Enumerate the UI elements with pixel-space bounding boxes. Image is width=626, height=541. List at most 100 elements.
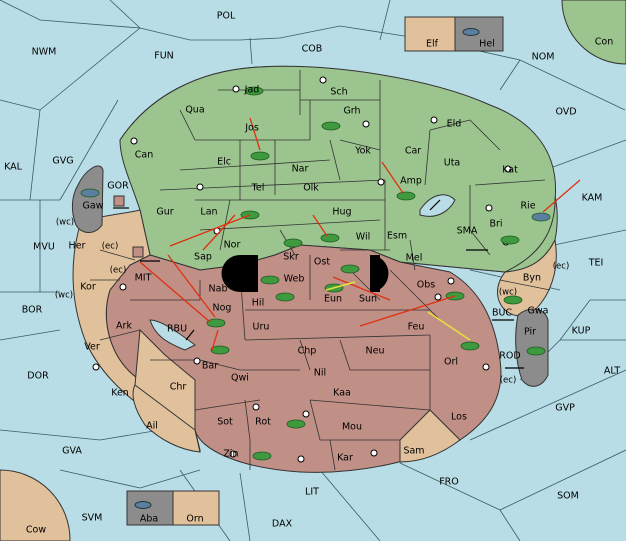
label-sea-tei: TEI <box>588 258 604 269</box>
legend-label-aba: Aba <box>140 514 158 525</box>
label-red-web: Web <box>284 274 305 285</box>
label-sea-kup: KUP <box>572 326 591 337</box>
label-green-yok: Yok <box>354 146 371 157</box>
legend-label-orn: Orn <box>186 514 203 525</box>
label-wc-ec: (ec) <box>553 262 570 272</box>
label-green-nor: Nor <box>224 240 241 251</box>
label-wc-ec: (ec) <box>110 266 127 276</box>
supply-centers <box>92 76 512 463</box>
label-red-ver: Ver <box>84 342 100 353</box>
label-wc-ec: (ec) <box>500 376 517 386</box>
label-red-bar: Bar <box>202 361 218 372</box>
legend-label-hel: Hel <box>479 39 495 50</box>
label-red-hil: Hil <box>252 298 264 309</box>
label-wc-wc: (wc) <box>499 288 517 298</box>
label-green-elc: Elc <box>217 157 231 168</box>
label-sea-bor: BOR <box>22 305 43 316</box>
label-gray-pir: Pir <box>524 327 536 338</box>
label-sea-dax: DAX <box>272 519 293 530</box>
label-sea-som: SOM <box>557 491 579 502</box>
region-con[interactable] <box>561 0 626 65</box>
label-green-jad: Jad <box>244 85 260 96</box>
label-red-sun: Sun <box>359 294 377 305</box>
black-hole-right-body <box>370 255 380 292</box>
legend-bottom-right <box>172 490 220 526</box>
label-corner-con: Con <box>595 37 613 48</box>
label-tan-chr: Chr <box>170 382 187 393</box>
label-red-zin: Zin <box>223 449 238 460</box>
label-green-mel: Mel <box>406 253 423 264</box>
label-green-bri: Bri <box>489 219 502 230</box>
label-sea-kal: KAL <box>4 162 23 173</box>
label-sea-cob: COB <box>302 44 323 55</box>
label-green-wil: Wil <box>356 232 370 243</box>
label-green-jos: Jos <box>244 123 259 134</box>
region-cow[interactable] <box>0 469 71 541</box>
region-sam[interactable] <box>399 409 461 463</box>
label-green-gur: Gur <box>156 207 173 218</box>
label-green-qua: Qua <box>185 105 204 116</box>
label-green-lan: Lan <box>200 207 217 218</box>
label-red-rot: Rot <box>255 417 271 428</box>
label-sea-sma: SMA <box>457 226 478 237</box>
label-red-orl: Orl <box>444 357 458 368</box>
label-corner-cow: Cow <box>26 525 46 536</box>
label-red-mou: Mou <box>342 422 362 433</box>
label-sea-gvp: GVP <box>555 403 575 414</box>
label-green-tel: Tel <box>251 183 265 194</box>
label-red-nab: Nab <box>209 284 228 295</box>
legend-bottom-left <box>126 490 174 526</box>
legend-bottom-unit-icon <box>134 501 152 509</box>
label-red-kar: Kar <box>337 453 353 464</box>
marker-box-mit <box>132 246 144 258</box>
label-sea-nwm: NWM <box>32 47 57 58</box>
label-red-obs: Obs <box>417 280 436 291</box>
label-sea-gvg: GVG <box>52 156 73 167</box>
label-red-sot: Sot <box>217 417 233 428</box>
legend-top-right <box>454 16 504 52</box>
label-red-ken: Ken <box>111 388 129 399</box>
label-sea-svm: SVM <box>82 513 103 524</box>
orders <box>139 117 581 351</box>
region-gaw[interactable] <box>71 165 104 233</box>
black-hole-left <box>221 255 258 292</box>
label-red-ark: Ark <box>116 321 132 332</box>
marker-box-gor <box>113 195 125 207</box>
label-sea-pol: POL <box>217 11 236 22</box>
label-green-hug: Hug <box>332 207 351 218</box>
label-red-uru: Uru <box>253 322 270 333</box>
label-sea-rbu: RBU <box>167 324 187 335</box>
label-sea-gva: GVA <box>62 446 82 457</box>
label-wc-wc: (wc) <box>55 291 73 301</box>
inlet-rbu <box>149 319 196 351</box>
label-red-feu: Feu <box>408 322 425 333</box>
label-green-kat: Kat <box>502 165 518 176</box>
label-tan-ail: Ail <box>146 421 158 432</box>
label-tan-sam: Sam <box>403 446 424 457</box>
label-sea-kam: KAM <box>582 193 603 204</box>
label-tan-her: Her <box>69 241 86 252</box>
label-red-nil: Nil <box>314 368 326 379</box>
label-green-rie: Rie <box>520 201 535 212</box>
label-green-nar: Nar <box>292 164 309 175</box>
label-green-sch: Sch <box>330 87 347 98</box>
inlet-sma <box>419 194 456 217</box>
label-markers-gor: GOR <box>107 181 129 192</box>
region-ail[interactable] <box>132 384 201 453</box>
label-sea-rod: ROD <box>499 351 520 362</box>
label-sea-lit: LIT <box>305 487 319 498</box>
label-sea-alt: ALT <box>604 366 620 377</box>
label-green-amp: Amp <box>400 176 422 187</box>
label-sea-fro: FRO <box>439 477 459 488</box>
label-sea-buc: BUC <box>492 308 512 319</box>
units <box>80 86 551 461</box>
label-green-uta: Uta <box>444 158 461 169</box>
label-red-los: Los <box>451 412 467 423</box>
label-green-sap: Sap <box>194 252 212 263</box>
label-sea-ovd: OVD <box>555 107 576 118</box>
label-green-esm: Esm <box>387 231 407 242</box>
label-red-neu: Neu <box>366 346 385 357</box>
